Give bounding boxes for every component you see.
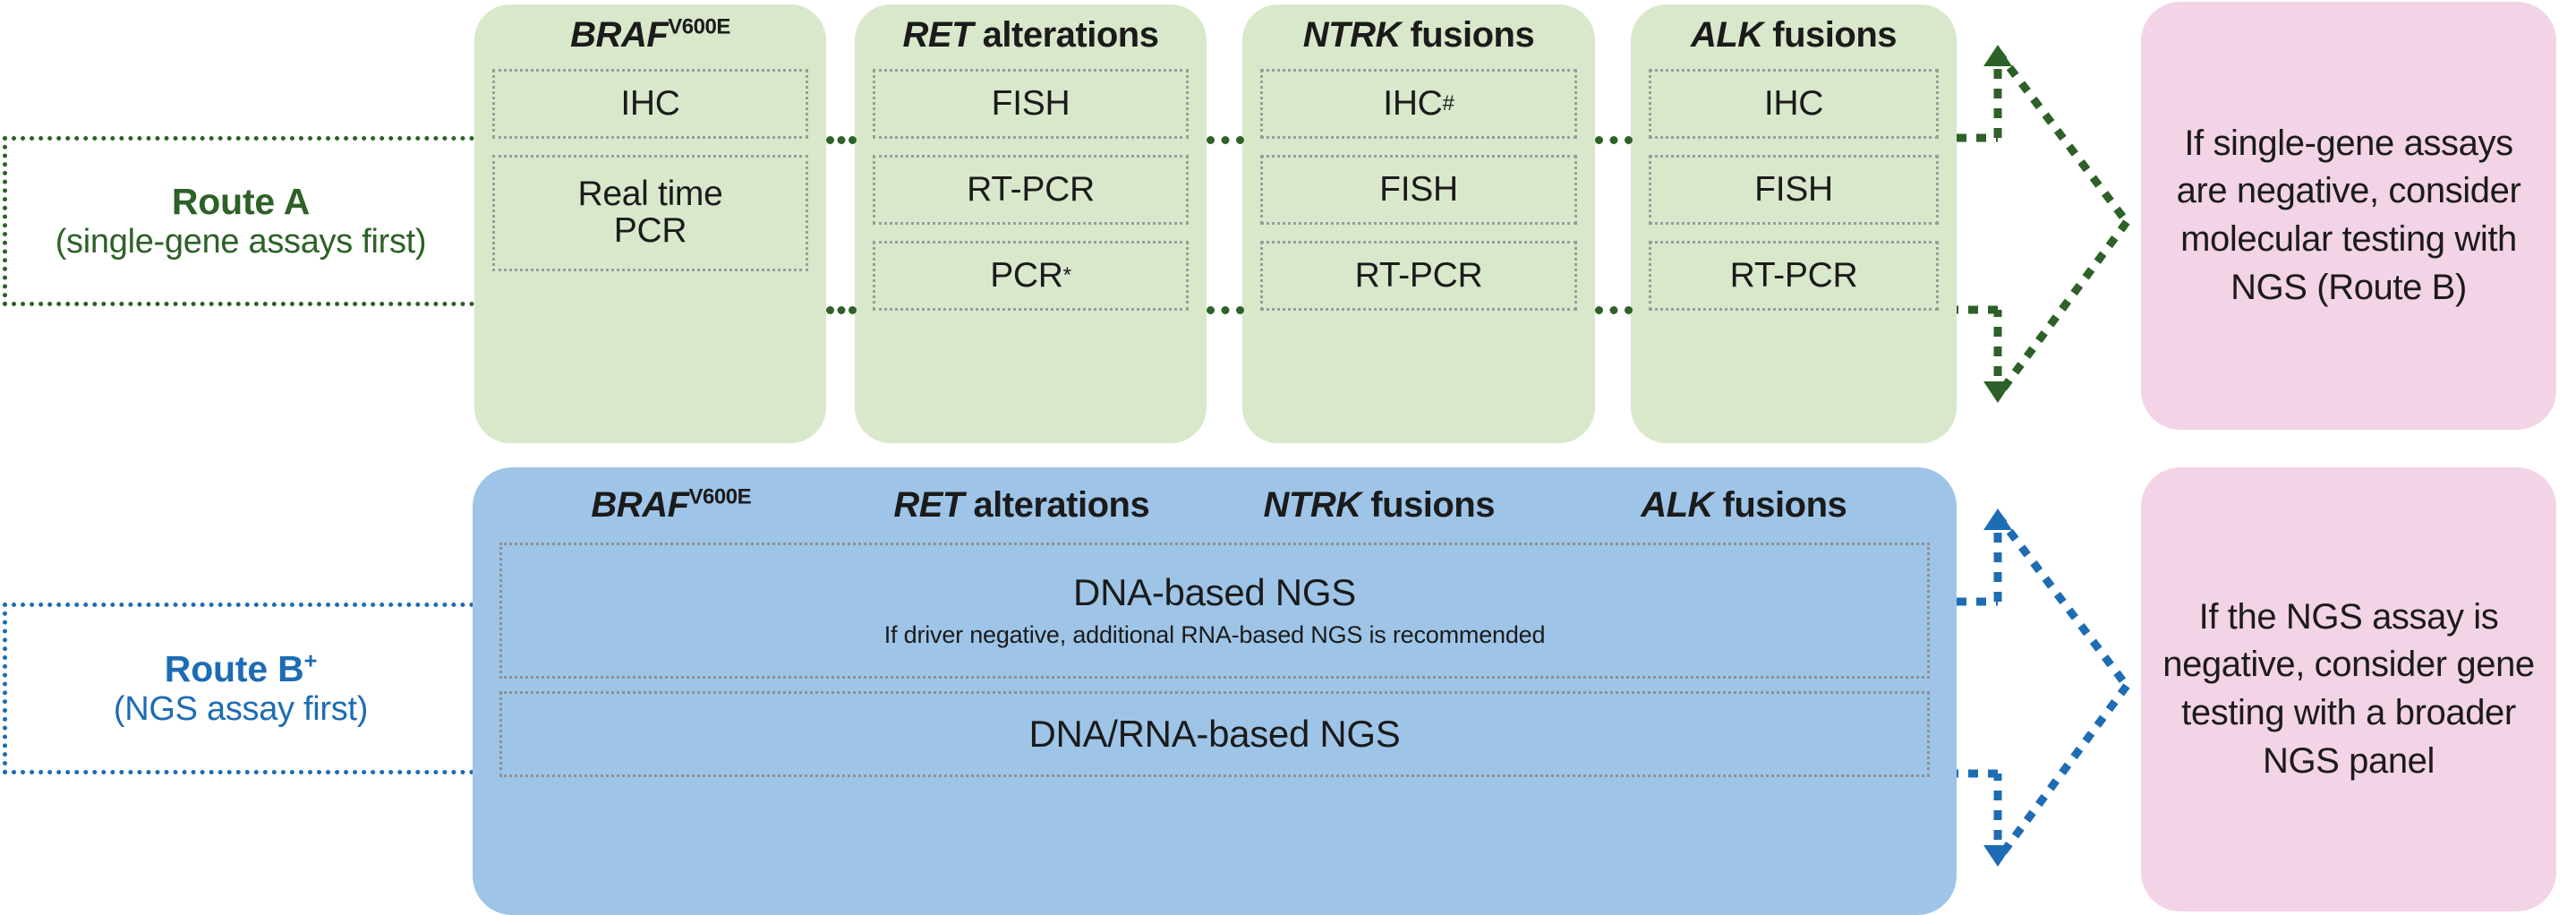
assay-label: RT-PCR (1354, 255, 1483, 295)
gene-name: NTRK (1302, 15, 1402, 55)
route-a-label: Route A (single-gene assays first) (3, 136, 474, 306)
gene-name: ALK (1641, 485, 1713, 525)
route-b-label: Route B+ (NGS assay first) (3, 603, 474, 774)
assay-label: FISH (1379, 169, 1458, 209)
assay-list: IHC Real time PCR (492, 69, 808, 271)
gene-name: BRAF (570, 15, 669, 55)
gene-suffix: alterations (963, 485, 1150, 525)
assay-box[interactable]: FISH (1649, 155, 1939, 225)
gene-name: RET (893, 485, 964, 525)
assay-list: IHC FISH RT-PCR (1649, 69, 1939, 311)
gene-name: RET (902, 15, 974, 55)
gene-name: ALK (1690, 15, 1763, 55)
assay-label: RT-PCR (1729, 255, 1858, 295)
route-b-subtitle: (NGS assay first) (113, 689, 369, 728)
assay-label: PCR (990, 255, 1063, 295)
gene-suffix: fusions (1361, 485, 1495, 525)
route-a-title: Route A (171, 180, 311, 222)
assay-box[interactable]: FISH (873, 69, 1189, 139)
connector-ret-ntrk-upper (1207, 136, 1244, 144)
assay-label: RT-PCR (967, 169, 1095, 209)
gene-panel-ntrk[interactable]: NTRK fusions IHC# FISH RT-PCR (1242, 4, 1595, 443)
assay-label: FISH (1754, 169, 1833, 209)
gene-name: BRAF (591, 485, 689, 525)
assay-label: IHC (1763, 83, 1824, 123)
assay-box[interactable]: RT-PCR (1260, 241, 1577, 311)
assay-box[interactable]: FISH (1260, 155, 1577, 225)
route-b-title-text: Route B (164, 647, 304, 689)
gene-superscript: V600E (668, 14, 730, 39)
gene-suffix: fusions (1400, 15, 1535, 55)
gene-superscript: V600E (688, 484, 752, 509)
assay-label: FISH (991, 83, 1070, 123)
gene-panel-alk[interactable]: ALK fusions IHC FISH RT-PCR (1631, 4, 1957, 443)
gene-panel-ret-title: RET alterations (873, 17, 1189, 53)
gene-suffix: fusions (1762, 15, 1898, 55)
assay-label: IHC (620, 83, 680, 123)
ngs-box-dna-rna-title: DNA/RNA-based NGS (1028, 712, 1401, 755)
assay-list: IHC# FISH RT-PCR (1260, 69, 1577, 311)
route-b-title: Route B+ (164, 647, 318, 690)
connector-braf-ret-upper (826, 136, 857, 144)
gene-panel-ntrk-title: NTRK fusions (1260, 17, 1577, 53)
ngs-header-ret: RET alterations (843, 487, 1201, 523)
connector-ntrk-alk-upper (1595, 136, 1633, 144)
assay-box[interactable]: PCR* (873, 241, 1189, 311)
connector-ntrk-alk-lower (1595, 306, 1633, 314)
gene-panel-braf-title: BRAFV600E (492, 14, 808, 55)
ngs-panel[interactable]: BRAFV600E RET alterations NTRK fusions A… (473, 467, 1957, 915)
assay-label: Real time PCR (577, 175, 723, 250)
assay-box[interactable]: RT-PCR (1649, 241, 1939, 311)
connector-braf-ret-lower (826, 306, 857, 314)
gene-panel-alk-title: ALK fusions (1649, 17, 1939, 53)
assay-box[interactable]: RT-PCR (873, 155, 1189, 225)
assay-box[interactable]: IHC (492, 69, 808, 139)
assay-box[interactable]: IHC (1649, 69, 1939, 139)
outcome-text-route-b: If the NGS assay is negative, consider g… (2162, 596, 2535, 781)
arrow-route-a-to-outcome (1957, 45, 2130, 403)
gene-panel-ret[interactable]: RET alterations FISH RT-PCR PCR* (855, 4, 1207, 443)
ngs-header-ntrk: NTRK fusions (1200, 487, 1558, 523)
ngs-box-dna[interactable]: DNA-based NGS If driver negative, additi… (499, 543, 1930, 679)
connector-ret-ntrk-lower (1207, 306, 1244, 314)
gene-name: NTRK (1263, 485, 1362, 525)
gene-suffix: fusions (1712, 485, 1847, 525)
assay-box[interactable]: IHC# (1260, 69, 1577, 139)
ngs-header-alk: ALK fusions (1558, 487, 1930, 523)
gene-panel-braf[interactable]: BRAFV600E IHC Real time PCR (474, 4, 826, 443)
ngs-box-dna-note: If driver negative, additional RNA-based… (883, 621, 1546, 649)
ngs-gene-headers: BRAFV600E RET alterations NTRK fusions A… (499, 484, 1930, 525)
ngs-header-braf: BRAFV600E (499, 484, 843, 525)
route-a-subtitle: (single-gene assays first) (55, 222, 427, 261)
outcome-box-route-a: If single-gene assays are negative, cons… (2141, 2, 2556, 430)
outcome-box-route-b: If the NGS assay is negative, consider g… (2141, 467, 2556, 911)
assay-label: IHC (1383, 83, 1443, 123)
assay-box[interactable]: Real time PCR (492, 155, 808, 271)
arrow-route-b-to-outcome (1957, 509, 2130, 867)
assay-list: FISH RT-PCR PCR* (873, 69, 1189, 311)
ngs-box-dna-title: DNA-based NGS (1073, 571, 1356, 614)
gene-suffix: alterations (973, 15, 1159, 55)
outcome-text-route-a: If single-gene assays are negative, cons… (2176, 123, 2521, 307)
route-b-title-superscript: + (303, 647, 318, 673)
ngs-box-dna-rna[interactable]: DNA/RNA-based NGS (499, 691, 1930, 777)
